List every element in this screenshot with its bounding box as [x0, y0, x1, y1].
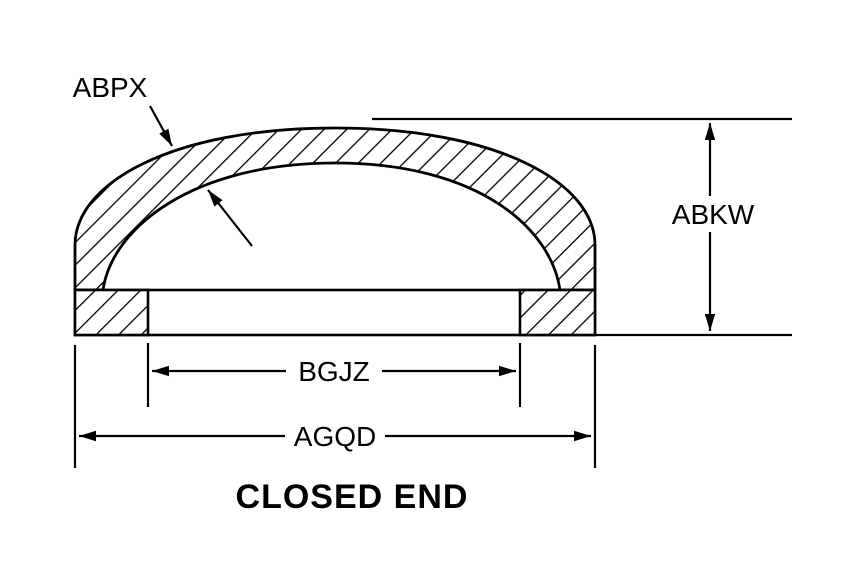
left-flange-section: [73, 288, 150, 337]
agqd-label: AGQD: [294, 421, 376, 452]
abpx-label: ABPX: [73, 72, 148, 103]
cap-base-band: [73, 288, 597, 337]
abkw-label: ABKW: [672, 199, 755, 230]
drawing-title: CLOSED END: [236, 478, 469, 516]
right-flange-section: [518, 288, 597, 337]
abpx-leader-arrow: [149, 105, 173, 147]
cap-shell-cross-section: [73, 126, 597, 292]
inner-wall-leader-arrow: [207, 189, 253, 247]
bgjz-label: BGJZ: [298, 356, 370, 387]
